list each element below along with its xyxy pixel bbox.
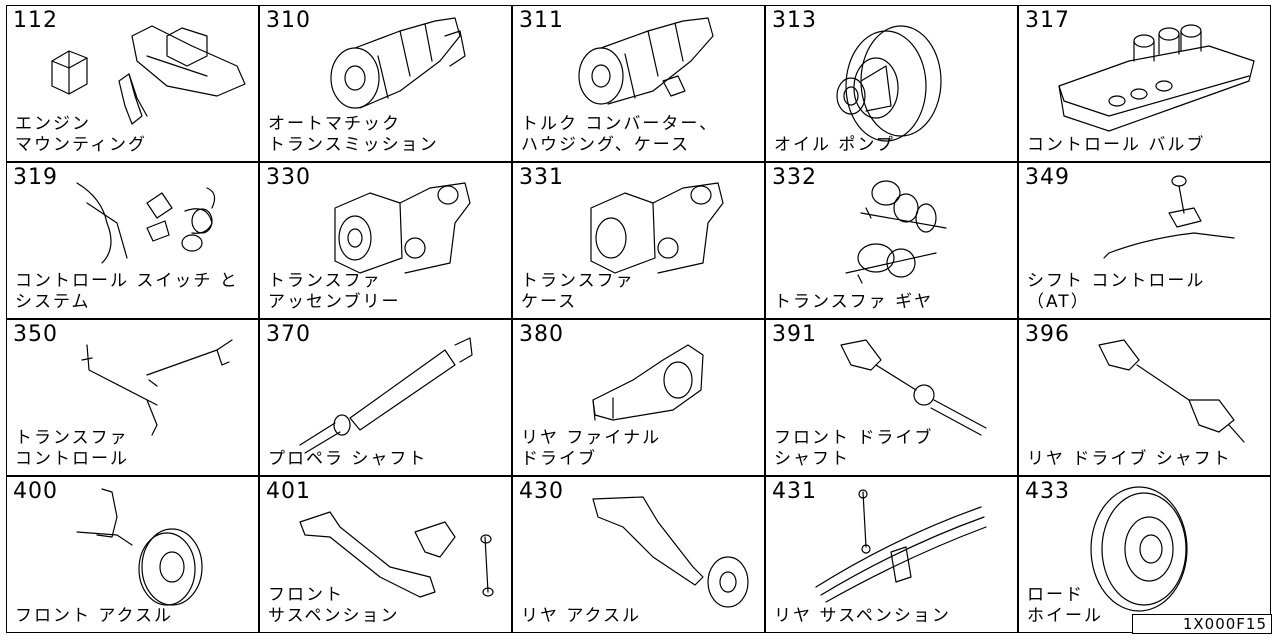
part-code: 350	[13, 322, 58, 347]
part-label: トランスファアッセンブリー	[268, 271, 401, 312]
cell-370-propeller-shaft[interactable]: 370 プロペラ シャフト	[259, 319, 512, 476]
part-label: トランスファコントロール	[15, 428, 129, 469]
cell-349-shift-control[interactable]: 349 シフト コントロール（AT）	[1018, 162, 1271, 319]
part-label: トルク コンバーター、ハウジング、ケース	[521, 114, 719, 155]
part-code: 330	[266, 165, 311, 190]
part-label: コントロール スイッチ とシステム	[15, 271, 239, 312]
part-code: 310	[266, 8, 311, 33]
part-code: 349	[1025, 165, 1070, 190]
part-label: リヤ サスペンション	[774, 606, 951, 626]
cell-401-front-suspension[interactable]: 401 フロントサスペンション	[259, 476, 512, 633]
part-label: リヤ アクスル	[521, 606, 642, 626]
part-code: 319	[13, 165, 58, 190]
part-label: リヤ ファイナルドライブ	[521, 428, 662, 469]
part-code: 396	[1025, 322, 1070, 347]
part-label: リヤ ドライブ シャフト	[1027, 449, 1232, 469]
cell-350-transfer-control[interactable]: 350 トランスファコントロール	[6, 319, 259, 476]
parts-index-grid: 112 エンジンマウンティング 310 オートマチックトランスミッション 311…	[6, 5, 1272, 633]
part-label: トランスファケース	[521, 271, 635, 312]
part-code: 431	[772, 479, 817, 504]
cell-430-rear-axle[interactable]: 430 リヤ アクスル	[512, 476, 765, 633]
part-label: トランスファ ギヤ	[774, 292, 934, 312]
part-code: 433	[1025, 479, 1070, 504]
cell-332-transfer-gear[interactable]: 332 トランスファ ギヤ	[765, 162, 1018, 319]
part-label: フロント アクスル	[15, 606, 174, 626]
cell-317-control-valve[interactable]: 317 コントロール バルブ	[1018, 5, 1271, 162]
cell-396-rear-drive-shaft[interactable]: 396 リヤ ドライブ シャフト	[1018, 319, 1271, 476]
part-code: 331	[519, 165, 564, 190]
cell-112-engine-mounting[interactable]: 112 エンジンマウンティング	[6, 5, 259, 162]
cell-319-control-switch[interactable]: 319 コントロール スイッチ とシステム	[6, 162, 259, 319]
cell-431-rear-suspension[interactable]: 431 リヤ サスペンション	[765, 476, 1018, 633]
part-label: オートマチックトランスミッション	[268, 114, 439, 155]
part-code: 380	[519, 322, 564, 347]
part-code: 400	[13, 479, 58, 504]
part-code: 370	[266, 322, 311, 347]
cell-313-oil-pump[interactable]: 313 オイル ポンプ	[765, 5, 1018, 162]
part-code: 313	[772, 8, 817, 33]
cell-380-rear-final-drive[interactable]: 380 リヤ ファイナルドライブ	[512, 319, 765, 476]
cell-331-transfer-case[interactable]: 331 トランスファケース	[512, 162, 765, 319]
part-code: 112	[13, 8, 58, 33]
part-code: 317	[1025, 8, 1070, 33]
cell-400-front-axle[interactable]: 400 フロント アクスル	[6, 476, 259, 633]
part-label: オイル ポンプ	[774, 135, 895, 155]
cell-310-auto-transmission[interactable]: 310 オートマチックトランスミッション	[259, 5, 512, 162]
cell-311-torque-converter[interactable]: 311 トルク コンバーター、ハウジング、ケース	[512, 5, 765, 162]
part-label: フロント ドライブシャフト	[774, 428, 934, 469]
cell-391-front-drive-shaft[interactable]: 391 フロント ドライブシャフト	[765, 319, 1018, 476]
part-code: 430	[519, 479, 564, 504]
part-code: 332	[772, 165, 817, 190]
part-code: 311	[519, 8, 564, 33]
sheet-id-label: 1X000F15	[1132, 614, 1272, 634]
part-label: コントロール バルブ	[1027, 135, 1206, 155]
part-label: シフト コントロール（AT）	[1027, 271, 1206, 312]
part-label: プロペラ シャフト	[268, 449, 428, 469]
part-label: ロードホイール	[1027, 585, 1103, 626]
part-code: 401	[266, 479, 311, 504]
part-label: フロントサスペンション	[268, 585, 400, 626]
cell-330-transfer-assembly[interactable]: 330 トランスファアッセンブリー	[259, 162, 512, 319]
part-label: エンジンマウンティング	[15, 114, 147, 155]
part-code: 391	[772, 322, 817, 347]
cell-433-road-wheel[interactable]: 433 ロードホイール	[1018, 476, 1271, 633]
